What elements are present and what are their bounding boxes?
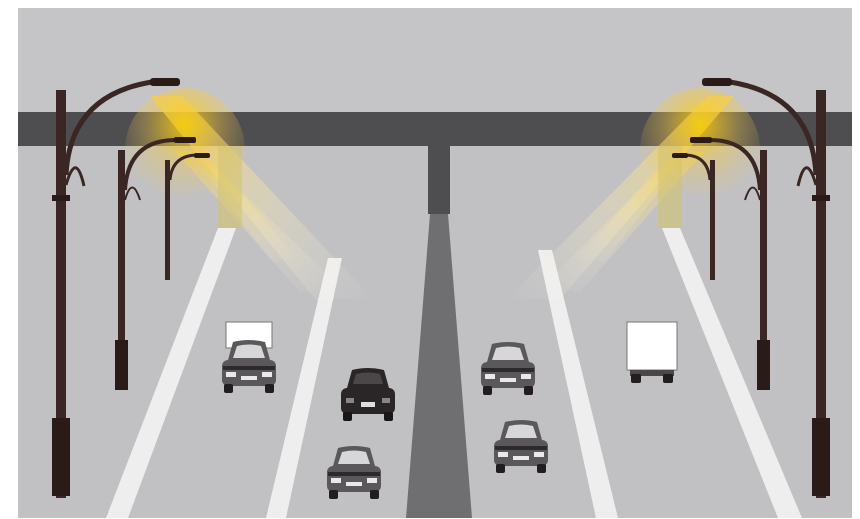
glow-column-right [658, 146, 682, 228]
truck-icon [627, 322, 677, 383]
glow-column-left [218, 146, 242, 228]
overpass-pillar-front [428, 146, 450, 214]
truck-icon [222, 322, 276, 393]
